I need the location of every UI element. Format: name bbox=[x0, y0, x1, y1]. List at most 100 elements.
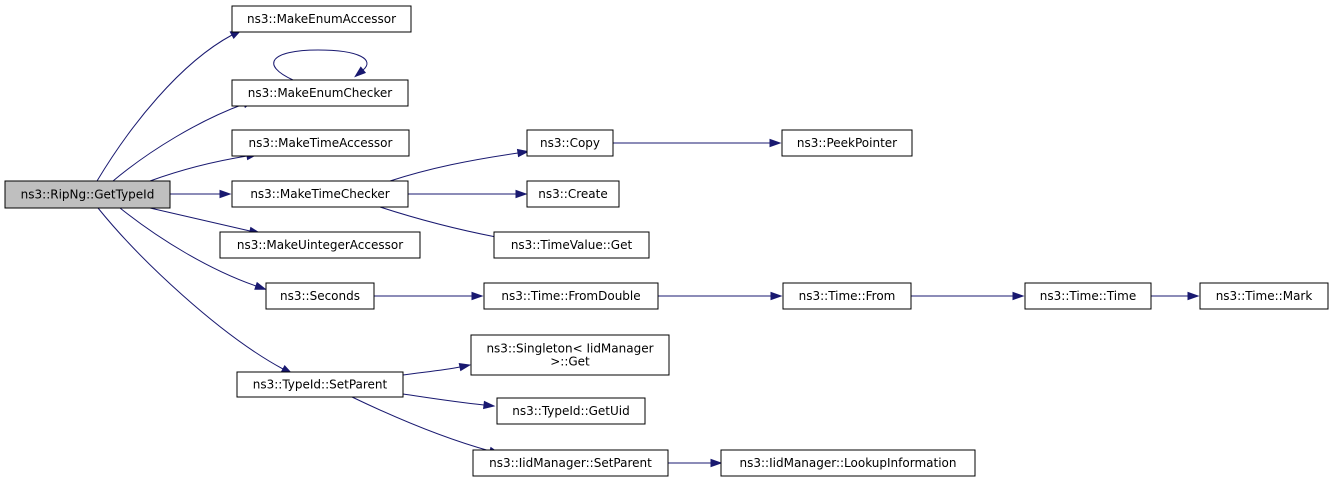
node-label: ns3::MakeUintegerAccessor bbox=[237, 238, 403, 252]
edge-line bbox=[97, 207, 284, 370]
node-iidSetParent[interactable]: ns3::IidManager::SetParent bbox=[472, 449, 669, 477]
arrowhead-icon bbox=[254, 281, 267, 290]
edge-line bbox=[119, 207, 257, 287]
node-label: ns3::Time::Mark bbox=[1216, 289, 1313, 303]
node-timeMark[interactable]: ns3::Time::Mark bbox=[1199, 282, 1329, 310]
edge-line bbox=[149, 207, 251, 232]
node-getUid[interactable]: ns3::TypeId::GetUid bbox=[496, 397, 646, 425]
node-setParent[interactable]: ns3::TypeId::SetParent bbox=[236, 371, 404, 398]
node-box bbox=[483, 282, 659, 310]
arrowhead-icon bbox=[710, 458, 723, 468]
edge-setParent-to-iidSetParent bbox=[351, 396, 502, 455]
node-lookupInfo[interactable]: ns3::IidManager::LookupInformation bbox=[720, 449, 976, 477]
node-create[interactable]: ns3::Create bbox=[526, 180, 620, 208]
node-peekPointer[interactable]: ns3::PeekPointer bbox=[781, 129, 913, 157]
edge-line bbox=[112, 103, 245, 182]
node-label: >::Get bbox=[550, 355, 590, 369]
node-box bbox=[1024, 282, 1152, 310]
edge-line bbox=[351, 396, 491, 452]
node-label: ns3::MakeEnumAccessor bbox=[247, 12, 396, 26]
node-label: ns3::TimeValue::Get bbox=[511, 238, 633, 252]
edge-makeEnumChecker-to-makeEnumChecker bbox=[273, 49, 368, 81]
node-copy[interactable]: ns3::Copy bbox=[526, 129, 614, 157]
node-box bbox=[472, 449, 669, 477]
edge-setParent-to-getUid bbox=[402, 393, 496, 410]
node-box bbox=[231, 5, 412, 33]
arrowhead-icon bbox=[515, 189, 528, 199]
edge-setParent-to-singletonGet bbox=[402, 363, 472, 376]
node-box bbox=[493, 231, 650, 259]
edge-line bbox=[402, 366, 461, 376]
edge-root-to-makeEnumAccessor bbox=[96, 29, 243, 182]
node-box bbox=[231, 79, 409, 107]
arrowhead-icon bbox=[1187, 291, 1200, 301]
edge-root-to-makeTimeChecker bbox=[170, 189, 232, 199]
node-label: ns3::PeekPointer bbox=[797, 136, 897, 150]
node-box bbox=[526, 129, 614, 157]
arrowhead-icon bbox=[483, 400, 496, 410]
edge-seconds-to-fromDouble bbox=[374, 291, 484, 301]
arrowhead-icon bbox=[354, 66, 367, 78]
node-label: ns3::TypeId::SetParent bbox=[253, 378, 388, 392]
edge-line bbox=[389, 152, 519, 182]
edge-line bbox=[149, 155, 248, 182]
node-label: ns3::Time::FromDouble bbox=[501, 289, 640, 303]
node-box bbox=[231, 129, 410, 157]
node-label: ns3::TypeId::GetUid bbox=[512, 404, 630, 418]
node-seconds[interactable]: ns3::Seconds bbox=[265, 282, 375, 310]
node-box bbox=[782, 282, 912, 310]
node-makeEnumChecker[interactable]: ns3::MakeEnumChecker bbox=[231, 79, 409, 107]
node-box bbox=[265, 282, 375, 310]
edge-root-to-seconds bbox=[119, 207, 267, 290]
node-box bbox=[496, 397, 646, 425]
node-label: ns3::Time::Time bbox=[1040, 289, 1136, 303]
edge-fromDouble-to-timeFrom bbox=[658, 291, 783, 301]
node-box bbox=[526, 180, 620, 208]
edge-line bbox=[273, 49, 368, 81]
node-label: ns3::Seconds bbox=[280, 289, 360, 303]
node-timeTime[interactable]: ns3::Time::Time bbox=[1024, 282, 1152, 310]
arrowhead-icon bbox=[1012, 291, 1025, 301]
node-makeEnumAccessor[interactable]: ns3::MakeEnumAccessor bbox=[231, 5, 412, 33]
node-label: ns3::MakeTimeAccessor bbox=[249, 136, 393, 150]
node-box bbox=[720, 449, 976, 477]
node-label: ns3::Time::From bbox=[799, 289, 896, 303]
edge-iidSetParent-to-lookupInfo bbox=[668, 458, 723, 468]
arrowhead-icon bbox=[769, 138, 782, 148]
edge-copy-to-peekPointer bbox=[613, 138, 782, 148]
node-timeFrom[interactable]: ns3::Time::From bbox=[782, 282, 912, 310]
node-timeValueGet[interactable]: ns3::TimeValue::Get bbox=[493, 231, 650, 259]
edge-line bbox=[96, 34, 233, 182]
node-box bbox=[4, 180, 171, 209]
node-label: ns3::Singleton< IidManager bbox=[486, 342, 653, 356]
node-label: ns3::RipNg::GetTypeId bbox=[21, 188, 155, 202]
node-fromDouble[interactable]: ns3::Time::FromDouble bbox=[483, 282, 659, 310]
edge-line bbox=[379, 206, 497, 238]
node-root[interactable]: ns3::RipNg::GetTypeId bbox=[4, 180, 171, 209]
node-makeTimeChecker[interactable]: ns3::MakeTimeChecker bbox=[231, 180, 409, 208]
node-box bbox=[1199, 282, 1329, 310]
node-singletonGet[interactable]: ns3::Singleton< IidManager>::Get bbox=[470, 334, 670, 376]
call-graph-nodes: ns3::RipNg::GetTypeId ns3::MakeEnumAccess… bbox=[4, 5, 1329, 477]
node-label: ns3::MakeTimeChecker bbox=[250, 187, 389, 201]
arrowhead-icon bbox=[219, 189, 232, 199]
node-makeTimeAccessor[interactable]: ns3::MakeTimeAccessor bbox=[231, 129, 410, 157]
node-box bbox=[219, 231, 421, 259]
edge-root-to-makeUintegerAccessor bbox=[149, 207, 262, 235]
arrowhead-icon bbox=[458, 363, 472, 372]
node-label: ns3::IidManager::SetParent bbox=[489, 456, 652, 470]
node-label: ns3::Copy bbox=[540, 136, 600, 150]
edge-makeTimeChecker-to-create bbox=[408, 189, 528, 199]
node-makeUintegerAccessor[interactable]: ns3::MakeUintegerAccessor bbox=[219, 231, 421, 259]
arrowhead-icon bbox=[471, 291, 484, 301]
edge-root-to-makeTimeAccessor bbox=[149, 151, 259, 182]
node-box bbox=[781, 129, 913, 157]
node-label: ns3::IidManager::LookupInformation bbox=[740, 456, 957, 470]
node-label: ns3::MakeEnumChecker bbox=[248, 86, 393, 100]
arrowhead-icon bbox=[770, 291, 783, 301]
edge-timeTime-to-timeMark bbox=[1151, 291, 1200, 301]
node-box bbox=[470, 334, 670, 376]
node-box bbox=[231, 180, 409, 208]
node-label: ns3::Create bbox=[538, 187, 607, 201]
